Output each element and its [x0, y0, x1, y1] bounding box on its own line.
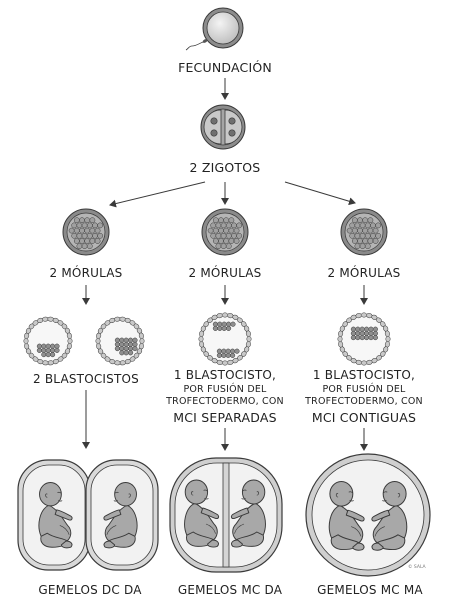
fetuses-group	[38, 479, 408, 551]
blastocyst-left-a-icon	[23, 316, 73, 366]
label-blastocistos-left: 2 BLASTOCISTOS	[33, 372, 139, 386]
label-blastocisto-right-line3: TROFECTODERMO, CON	[305, 396, 423, 407]
fetus-icon	[328, 481, 365, 551]
blastocyst-right-icon	[337, 312, 391, 366]
label-morulas-center: 2 MÓRULAS	[188, 266, 262, 280]
label-gemelos-mc-da: GEMELOS MC DA	[177, 583, 283, 597]
fetus-icon	[38, 482, 73, 549]
arrows	[82, 78, 368, 451]
fetus-icon	[230, 479, 266, 548]
arrow-zigotos-left	[109, 181, 206, 208]
label-zigotos: 2 ZIGOTOS	[189, 160, 261, 175]
label-gemelos-dc-da: GEMELOS DC DA	[38, 583, 142, 597]
label-blastocisto-center-line1: 1 BLASTOCISTO,	[173, 368, 277, 382]
sac-mc-ma-icon	[305, 453, 431, 577]
label-blastocisto-center-line3: TROFECTODERMO, CON	[166, 396, 284, 407]
label-blastocisto-right-line1: 1 BLASTOCISTO,	[312, 368, 416, 382]
label-blastocisto-center-line4: MCI SEPARADAS	[173, 410, 277, 425]
label-fecundacion: FECUNDACIÓN	[178, 60, 272, 75]
label-morulas-left: 2 MÓRULAS	[49, 266, 123, 280]
morula-left-icon	[62, 208, 110, 256]
label-morulas-right: 2 MÓRULAS	[327, 266, 401, 280]
morula-center-icon	[201, 208, 249, 256]
fetus-icon	[371, 481, 408, 551]
label-blastocisto-right-line2: POR FUSIÓN DEL	[322, 384, 406, 395]
morula-right-icon	[340, 208, 388, 256]
credit-text: © SALA	[408, 565, 426, 570]
blastocyst-left-b-icon	[95, 316, 145, 366]
arrow-zigotos-right	[284, 181, 356, 206]
egg-icon	[185, 7, 244, 51]
fetus-icon	[103, 482, 138, 549]
zygote-icon	[200, 104, 246, 150]
label-gemelos-mc-ma: GEMELOS MC MA	[317, 583, 423, 597]
sacs-dc-da-icon	[17, 459, 159, 571]
label-blastocisto-center-line2: POR FUSIÓN DEL	[183, 384, 267, 395]
label-blastocisto-right-line4: MCI CONTIGUAS	[311, 410, 417, 425]
fetus-icon	[184, 479, 220, 548]
blastocyst-center-icon	[198, 312, 252, 366]
